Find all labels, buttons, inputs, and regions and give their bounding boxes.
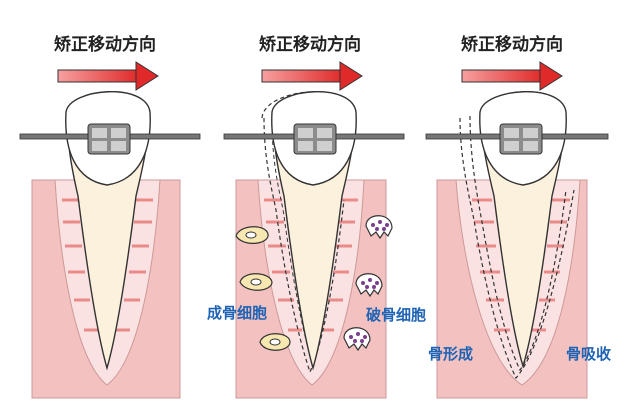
panel-3-original-position-outline <box>459 117 575 380</box>
panel-2-title: 矫正移动方向 <box>259 35 361 55</box>
osteoclast-cell-icon <box>355 273 383 298</box>
panel-3 <box>425 61 609 399</box>
panel-2-bracket-icon <box>293 123 337 155</box>
label-bone-resorption: 骨吸收 <box>566 345 612 363</box>
osteoclast-cell-icon <box>343 327 371 352</box>
panel-1 <box>19 61 201 399</box>
panel-2 <box>223 61 405 399</box>
label-osteoclast: 破骨细胞 <box>366 306 427 324</box>
osteoclast-cell-icon <box>365 215 393 240</box>
panel-3-fibers <box>472 198 570 332</box>
osteoblast-cell-icon <box>235 226 269 244</box>
panel-3-arrow-icon <box>461 61 563 91</box>
osteoblast-cell-icon <box>239 273 273 291</box>
panel-1-fibers <box>62 198 153 332</box>
panel-1-title: 矫正移动方向 <box>54 35 156 55</box>
panel-1-bracket-icon <box>87 123 131 155</box>
panel-1-arrow-icon <box>57 61 159 91</box>
panel-2-arrow-icon <box>261 61 363 91</box>
panel-3-bracket-icon <box>499 123 543 155</box>
label-bone-formation: 骨形成 <box>428 345 474 363</box>
label-osteoblast: 成骨细胞 <box>207 304 268 322</box>
osteoblast-cell-icon <box>259 333 291 351</box>
panel-3-title: 矫正移动方向 <box>461 35 563 55</box>
